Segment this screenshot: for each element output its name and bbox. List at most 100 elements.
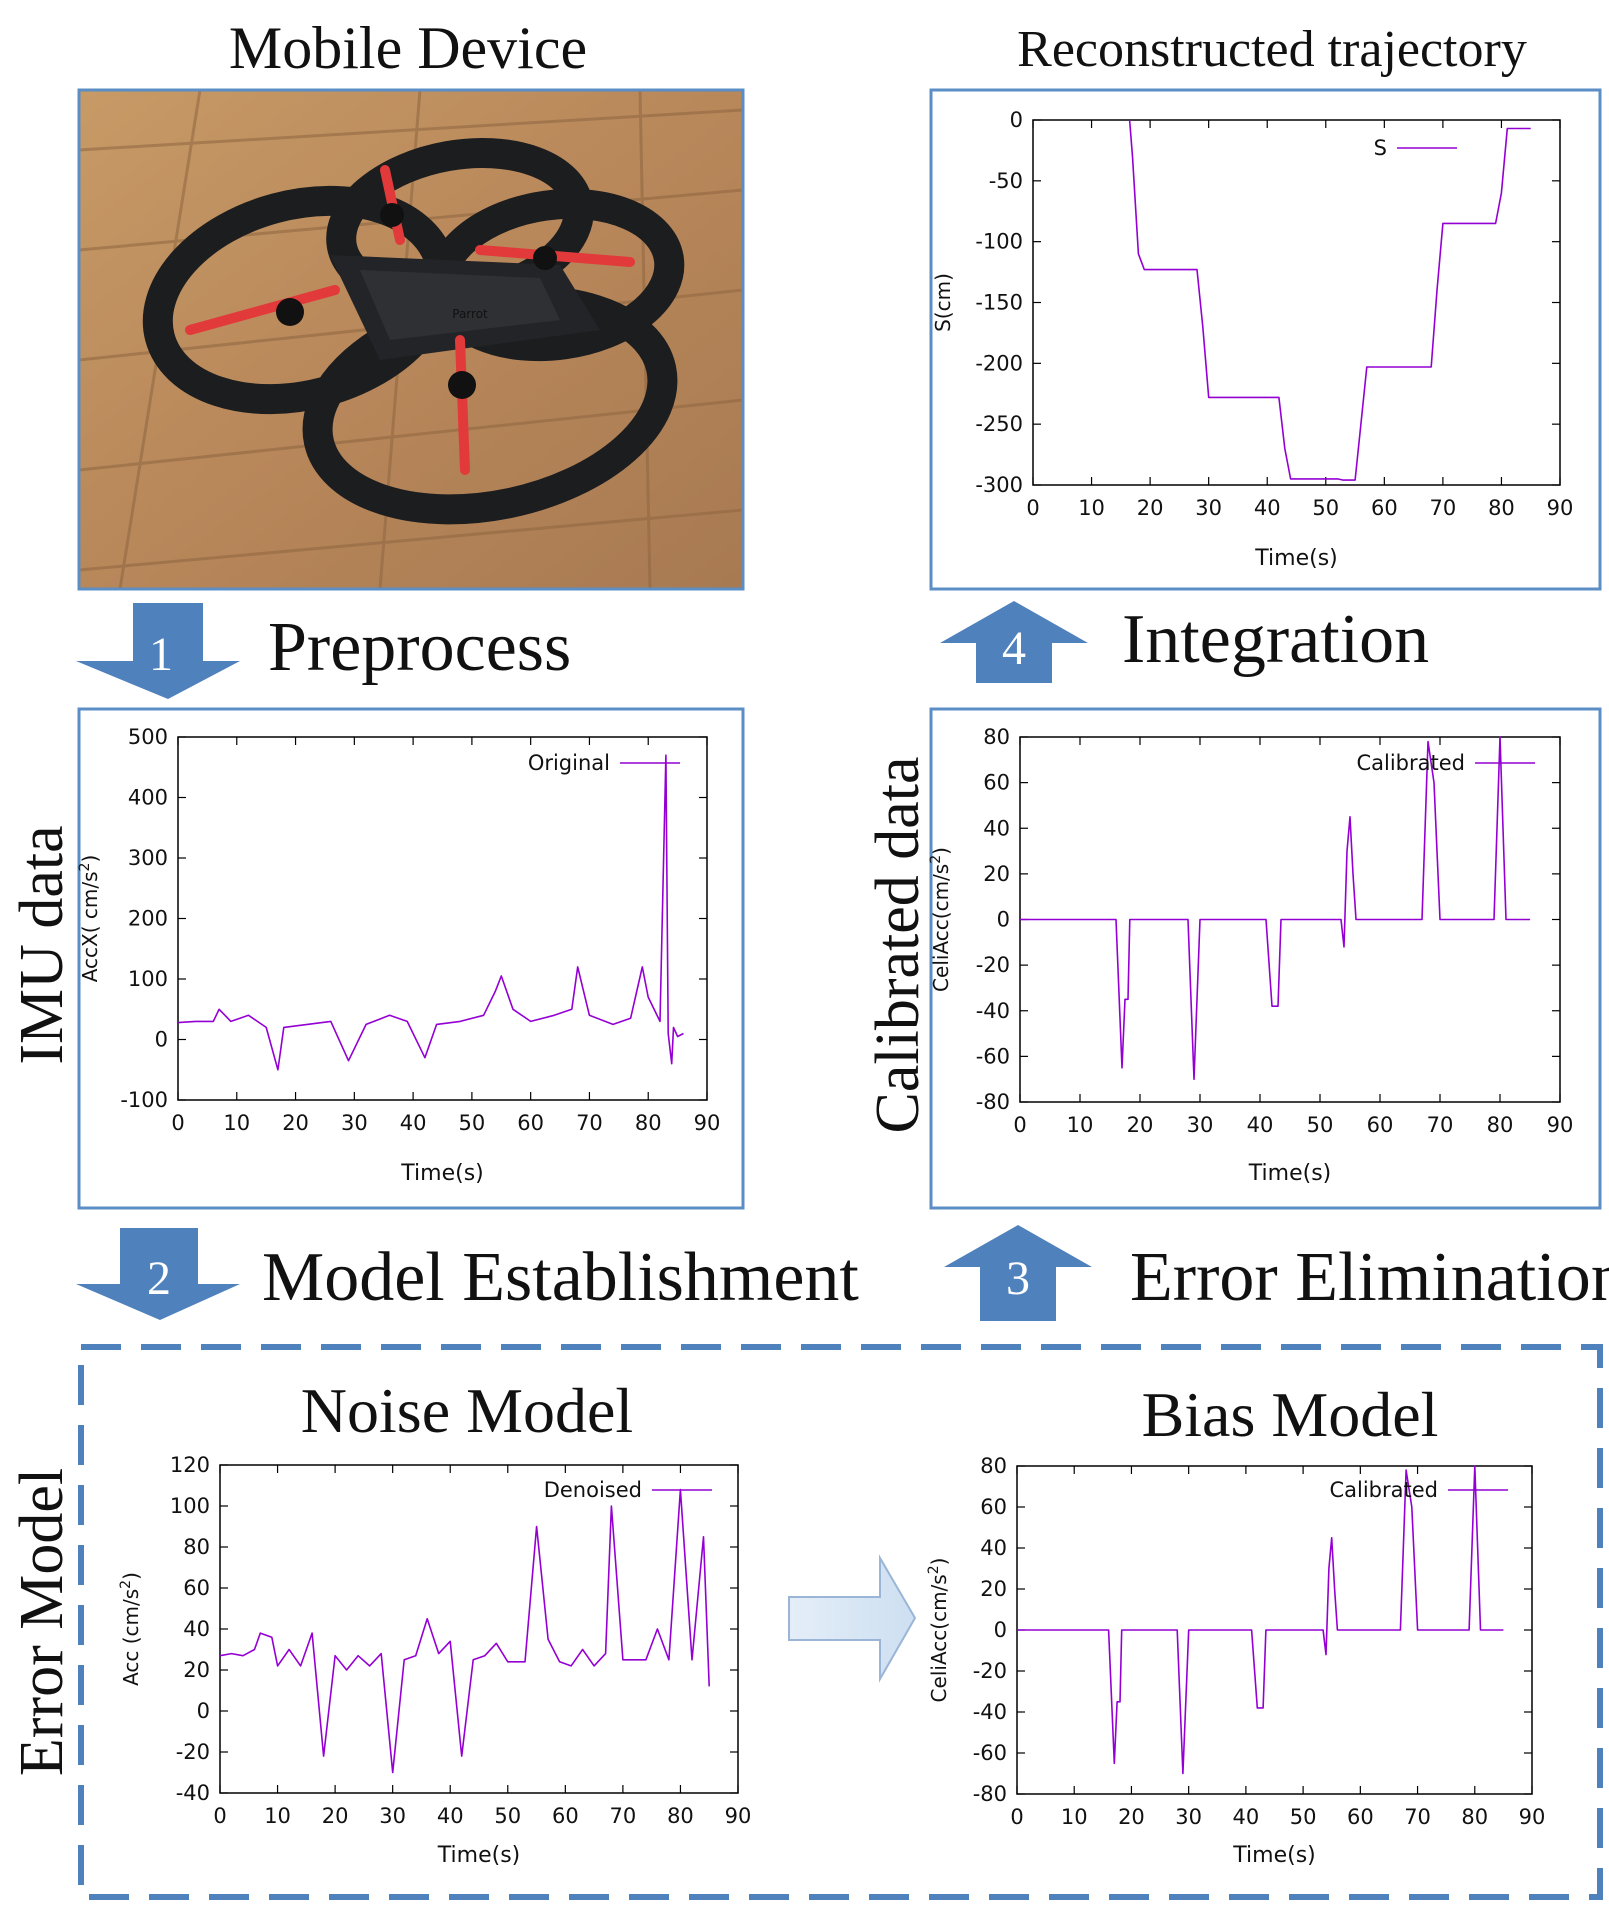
y-tick-label: -20 xyxy=(176,1740,210,1764)
x-tick-label: 0 xyxy=(1026,496,1039,520)
y-tick-label: -60 xyxy=(973,1741,1007,1765)
legend-label: Denoised xyxy=(544,1478,642,1502)
y-tick-label: 0 xyxy=(197,1699,210,1723)
y-tick-label: 40 xyxy=(980,1536,1007,1560)
step-arrow-1: 1 xyxy=(76,603,240,699)
y-tick-label: 100 xyxy=(170,1494,210,1518)
y-tick-label: -60 xyxy=(976,1044,1010,1068)
y-tick-label: -40 xyxy=(176,1781,210,1805)
x-tick-label: 40 xyxy=(1247,1113,1274,1137)
x-tick-label: 50 xyxy=(1312,496,1339,520)
reconstructed-trajectory-heading: Reconstructed trajectory xyxy=(1017,21,1527,78)
x-tick-label: 30 xyxy=(341,1111,368,1135)
y-tick-label: 80 xyxy=(183,1535,210,1559)
series-line-calibrated xyxy=(1017,1465,1504,1775)
x-tick-label: 70 xyxy=(576,1111,603,1135)
x-tick-label: 60 xyxy=(1347,1805,1374,1829)
x-tick-label: 0 xyxy=(171,1111,184,1135)
step-number-3: 3 xyxy=(1006,1252,1030,1305)
step-label-model-establishment: Model Establishment xyxy=(262,1239,859,1316)
y-tick-label: -50 xyxy=(989,169,1023,193)
x-tick-label: 90 xyxy=(1547,1113,1574,1137)
x-tick-label: 30 xyxy=(1187,1113,1214,1137)
plot-area xyxy=(219,1464,739,1794)
bias-model-heading: Bias Model xyxy=(1142,1379,1439,1450)
legend-label: S xyxy=(1374,136,1387,160)
x-tick-label: 20 xyxy=(1127,1113,1154,1137)
y-tick-label: 300 xyxy=(128,846,168,870)
series-line-s xyxy=(1128,119,1531,481)
y-tick-label: 120 xyxy=(170,1453,210,1477)
x-tick-label: 40 xyxy=(1233,1805,1260,1829)
x-tick-label: 80 xyxy=(667,1804,694,1828)
y-tick-label: 0 xyxy=(997,908,1010,932)
y-axis-label: CeliAcc(cm/s2) xyxy=(928,847,953,992)
x-tick-label: 0 xyxy=(213,1804,226,1828)
y-tick-label: 400 xyxy=(128,786,168,810)
y-tick-label: -100 xyxy=(120,1088,168,1112)
x-tick-label: 60 xyxy=(552,1804,579,1828)
y-tick-label: 0 xyxy=(155,1028,168,1052)
y-tick-label: 100 xyxy=(128,967,168,991)
y-tick-label: 500 xyxy=(128,725,168,749)
x-tick-label: 60 xyxy=(1367,1113,1394,1137)
y-tick-label: 20 xyxy=(183,1658,210,1682)
x-tick-label: 20 xyxy=(1118,1805,1145,1829)
y-tick-label: -100 xyxy=(975,230,1023,254)
y-axis-label: AccX( cm/s2) xyxy=(77,855,102,983)
imu-frame xyxy=(77,707,745,1210)
x-tick-label: 90 xyxy=(725,1804,752,1828)
x-tick-label: 70 xyxy=(610,1804,637,1828)
y-tick-label: 40 xyxy=(983,816,1010,840)
y-tick-label: 40 xyxy=(183,1617,210,1641)
calibrated-data-label: Calibrated data xyxy=(864,757,932,1134)
x-tick-label: 20 xyxy=(282,1111,309,1135)
drone-photo: Parrot xyxy=(78,89,744,590)
x-tick-label: 0 xyxy=(1013,1113,1026,1137)
y-tick-label: 200 xyxy=(128,907,168,931)
step-number-4: 4 xyxy=(1002,622,1026,675)
x-tick-label: 90 xyxy=(694,1111,721,1135)
legend-label: Calibrated xyxy=(1356,751,1465,775)
x-tick-label: 10 xyxy=(1061,1805,1088,1829)
y-tick-label: 80 xyxy=(980,1454,1007,1478)
x-tick-label: 50 xyxy=(1307,1113,1334,1137)
y-tick-label: 60 xyxy=(980,1495,1007,1519)
noise-model-heading: Noise Model xyxy=(301,1375,633,1446)
series-line-original xyxy=(177,754,684,1071)
y-tick-label: 80 xyxy=(983,725,1010,749)
y-tick-label: -80 xyxy=(976,1090,1010,1114)
x-axis-label: Time(s) xyxy=(1248,1161,1331,1186)
step-label-preprocess: Preprocess xyxy=(268,609,571,686)
y-tick-label: -20 xyxy=(973,1659,1007,1683)
y-tick-label: -300 xyxy=(975,473,1023,497)
y-tick-label: -150 xyxy=(975,291,1023,315)
step-label-integration: Integration xyxy=(1122,601,1429,678)
y-tick-label: 60 xyxy=(183,1576,210,1600)
y-tick-label: -250 xyxy=(975,412,1023,436)
x-tick-label: 30 xyxy=(1195,496,1222,520)
x-tick-label: 30 xyxy=(379,1804,406,1828)
x-axis-label: Time(s) xyxy=(1232,1843,1315,1868)
y-tick-label: -200 xyxy=(975,351,1023,375)
x-tick-label: 80 xyxy=(635,1111,662,1135)
photo-frame xyxy=(77,88,745,591)
x-axis-label: Time(s) xyxy=(437,1843,520,1868)
y-tick-label: 20 xyxy=(980,1577,1007,1601)
y-axis-label: CeliAcc(cm/s2) xyxy=(926,1558,951,1703)
step-arrow-3: 3 xyxy=(944,1225,1092,1321)
x-tick-label: 10 xyxy=(1067,1113,1094,1137)
series-line-calibrated xyxy=(1020,736,1530,1080)
x-tick-label: 0 xyxy=(1010,1805,1023,1829)
y-tick-label: -20 xyxy=(976,953,1010,977)
x-axis-label: Time(s) xyxy=(400,1161,483,1186)
calibrated-frame xyxy=(929,707,1602,1210)
x-tick-label: 20 xyxy=(322,1804,349,1828)
series-line-denoised xyxy=(219,1488,710,1774)
noise-to-bias-arrow xyxy=(788,1554,917,1683)
x-tick-label: 70 xyxy=(1427,1113,1454,1137)
y-axis-label: Acc (cm/s2) xyxy=(118,1572,143,1686)
step-label-error-elimination: Error Elimination xyxy=(1130,1239,1609,1316)
